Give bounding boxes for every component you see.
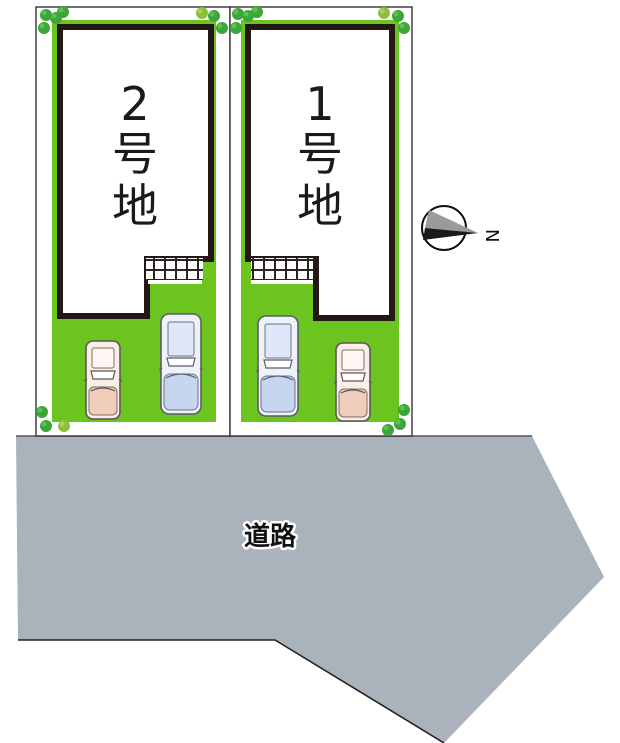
building-footprint: [245, 24, 395, 321]
entrance-porch: [251, 258, 313, 280]
lot-label-line-1: 2: [120, 77, 149, 131]
lot-label-line-2: 号: [297, 127, 343, 181]
road-label: 道路: [244, 521, 297, 552]
lot-2: 2 号 地: [35, 6, 231, 437]
entrance-porch: [146, 258, 203, 280]
lot-label-line-3: 地: [112, 179, 158, 233]
lot-1: 1 号 地: [229, 6, 413, 437]
road: 道路: [16, 435, 604, 743]
north-arrow: N: [421, 205, 502, 251]
lot-label-line-1: 1: [305, 77, 334, 131]
parking-space-large-car: [158, 313, 204, 415]
parking-space-small-car: [83, 340, 123, 420]
lot-label-line-3: 地: [297, 179, 343, 233]
parking-space-small-car: [333, 342, 373, 422]
north-label: N: [481, 229, 502, 242]
lot-label-line-2: 号: [112, 127, 158, 181]
parking-space-large-car: [255, 315, 301, 417]
